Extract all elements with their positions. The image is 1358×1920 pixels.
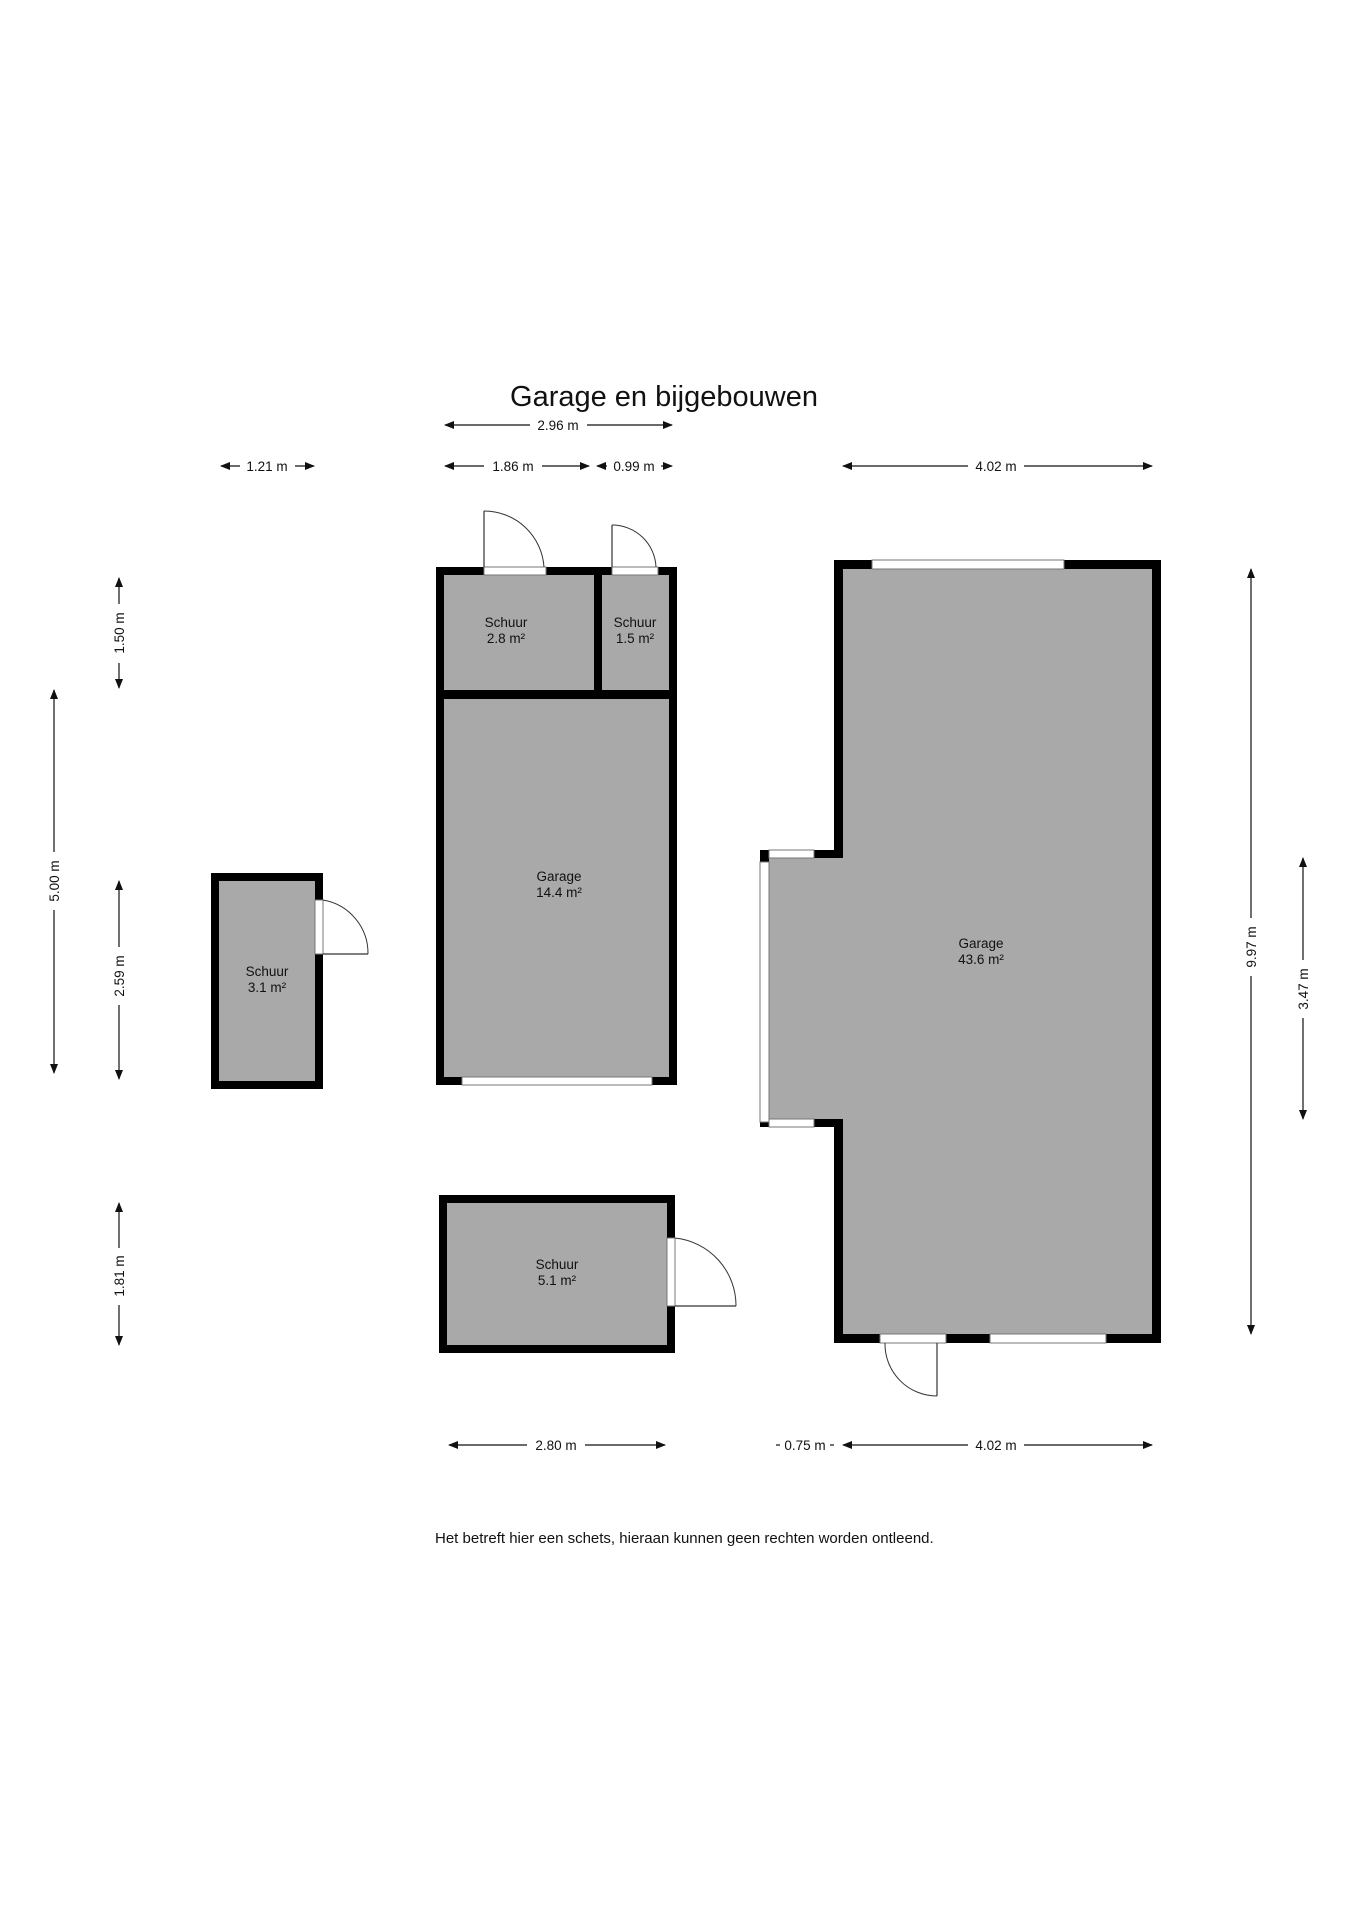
shed-left-door-opening xyxy=(314,899,324,955)
garage-large-bottom-window xyxy=(989,1333,1107,1344)
room-area: 14.4 m² xyxy=(536,885,582,900)
room-name: Schuur xyxy=(485,615,528,630)
room-area: 5.1 m² xyxy=(538,1273,577,1288)
dim-label-0-75: 0.75 m xyxy=(784,1438,825,1453)
disclaimer: Het betreft hier een schets, hieraan kun… xyxy=(435,1530,934,1547)
shed-bottom: Schuur 5.1 m² xyxy=(439,1195,737,1353)
shed-top-a-door-opening xyxy=(483,566,547,576)
dim-label-2-59: 2.59 m xyxy=(112,955,127,996)
room-name: Garage xyxy=(536,869,581,884)
dim-label-1-81: 1.81 m xyxy=(112,1255,127,1296)
room-area: 2.8 m² xyxy=(487,631,526,646)
garage-large-side-window-top xyxy=(768,849,815,859)
room-name: Garage xyxy=(958,936,1003,951)
dim-label-2-96: 2.96 m xyxy=(537,418,578,433)
garage-small-gate xyxy=(461,1076,653,1086)
shed-top-b-floor xyxy=(602,575,669,690)
room-name: Schuur xyxy=(536,1257,579,1272)
garage-large-door-opening xyxy=(879,1333,947,1344)
garage-large-floor xyxy=(769,569,1152,1334)
dim-label-5-00: 5.00 m xyxy=(47,860,62,901)
shed-top-a-door-swing xyxy=(483,510,545,568)
dim-label-1-50: 1.50 m xyxy=(112,612,127,653)
dim-label-4-02-top: 4.02 m xyxy=(975,459,1016,474)
shed-top-b-door-swing xyxy=(611,524,657,568)
shed-bottom-door-swing xyxy=(674,1237,737,1307)
shed-left: Schuur 3.1 m² xyxy=(211,873,369,1089)
room-name: Schuur xyxy=(246,964,289,979)
garage-small-block: Schuur 2.8 m² Schuur 1.5 m² Garage 14.4 … xyxy=(436,510,677,1086)
garage-large: Garage 43.6 m² xyxy=(759,559,1161,1397)
room-area: 43.6 m² xyxy=(958,952,1004,967)
dim-label-3-47: 3.47 m xyxy=(1296,968,1311,1009)
shed-top-a-floor xyxy=(444,575,594,690)
dim-label-9-97: 9.97 m xyxy=(1244,926,1259,967)
dim-label-2-80: 2.80 m xyxy=(535,1438,576,1453)
garage-large-side-window-bottom xyxy=(768,1118,815,1128)
shed-bottom-door-opening xyxy=(666,1237,676,1307)
shed-left-floor xyxy=(219,881,315,1081)
page-title: Garage en bijgebouwen xyxy=(510,381,818,413)
garage-large-top-window xyxy=(871,559,1065,570)
shed-bottom-floor xyxy=(447,1203,667,1345)
shed-left-door-swing xyxy=(322,899,369,955)
dim-label-1-21: 1.21 m xyxy=(246,459,287,474)
dimensions: 2.96 m 1.21 m 1.86 m 0.99 m 4.02 m 1.50 … xyxy=(47,418,1311,1453)
room-area: 1.5 m² xyxy=(616,631,655,646)
dim-label-1-86: 1.86 m xyxy=(492,459,533,474)
room-name: Schuur xyxy=(614,615,657,630)
garage-large-door-swing xyxy=(884,1342,938,1397)
dim-label-4-02-bottom: 4.02 m xyxy=(975,1438,1016,1453)
garage-large-glass-wall xyxy=(759,861,770,1123)
shed-top-b-door-opening xyxy=(611,566,659,576)
dim-label-0-99: 0.99 m xyxy=(613,459,654,474)
room-area: 3.1 m² xyxy=(248,980,287,995)
garage-small-floor xyxy=(444,699,669,1077)
